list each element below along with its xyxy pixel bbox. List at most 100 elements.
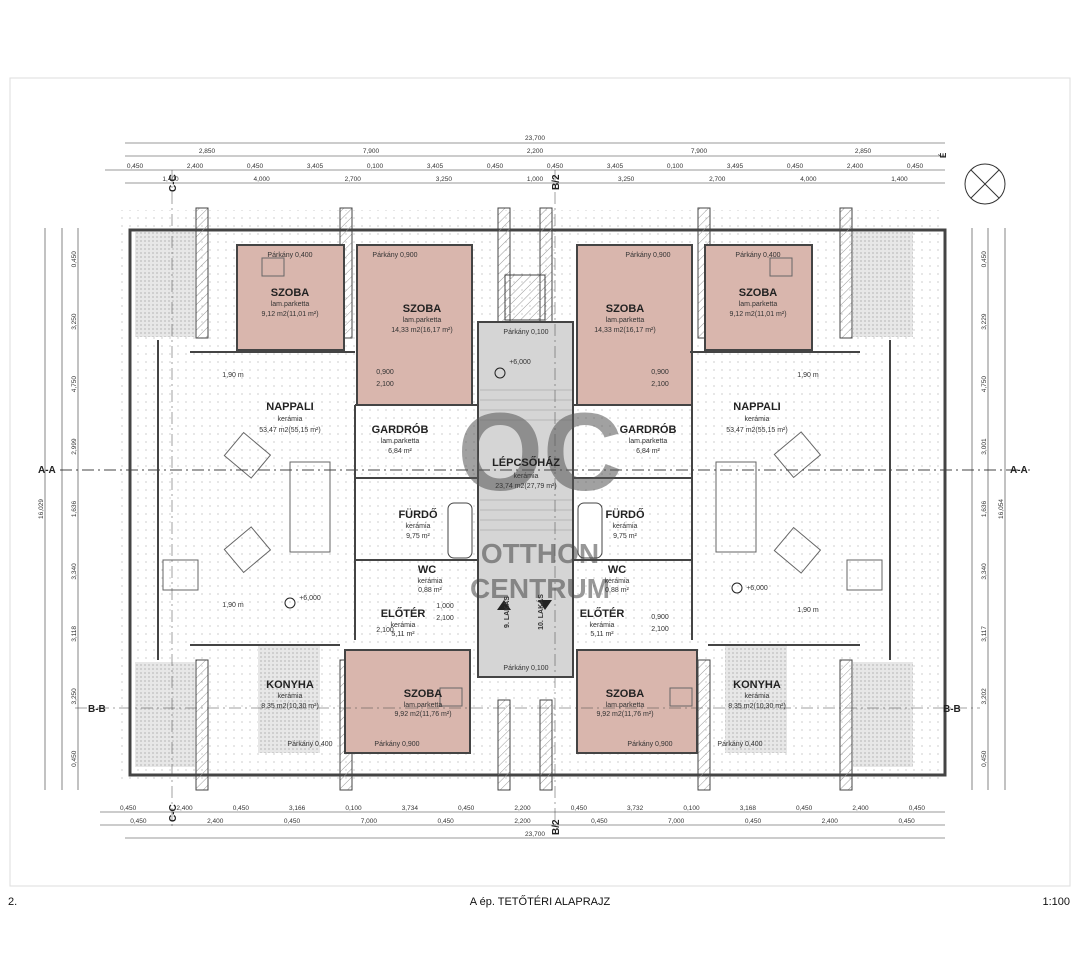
room-name: WC bbox=[608, 564, 626, 576]
top-dimension: 2,200 bbox=[527, 148, 544, 155]
room-name: FÜRDŐ bbox=[605, 508, 645, 521]
column bbox=[839, 207, 853, 339]
room-area: 8,35 m2(10,30 m²) bbox=[261, 703, 319, 710]
kitchen-skylight-right bbox=[725, 645, 787, 753]
section-mark-cc: C-C bbox=[168, 174, 179, 192]
room-area: 5,11 m² bbox=[590, 631, 614, 638]
top-dimension: 7,900 bbox=[691, 148, 708, 155]
door-height-label: 2,100 bbox=[376, 627, 394, 634]
sheet-title: A ép. TETŐTÉRI ALAPRAJZ bbox=[469, 896, 611, 908]
room-area: 53,47 m2(55,15 m²) bbox=[726, 427, 787, 434]
north-arrow-line bbox=[970, 169, 1000, 199]
room-name: GARDRÓB bbox=[620, 423, 677, 436]
room-area: 14,33 m2(16,17 m²) bbox=[594, 327, 655, 334]
sheet-number: 2. bbox=[8, 896, 18, 908]
arrow-down-icon bbox=[538, 600, 552, 610]
room-finish: kerámia bbox=[391, 622, 416, 629]
top-dimension: 0,450 bbox=[487, 163, 504, 170]
room-name: SZOBA bbox=[403, 303, 442, 315]
room-szoba-5 bbox=[344, 649, 471, 754]
watermark-line2: CENTRUM bbox=[470, 573, 610, 604]
bottom-dimension: 0,450 bbox=[898, 818, 915, 825]
overall-dimension: 23,700 bbox=[525, 831, 545, 838]
dimension-lines-side bbox=[44, 228, 1006, 790]
room-area: 5,11 m² bbox=[391, 631, 415, 638]
watermark-mark: OC bbox=[458, 391, 623, 514]
height-label: 1,90 m bbox=[222, 602, 244, 609]
left-dimension: 4,750 bbox=[71, 376, 78, 393]
bottom-dimension: 0,450 bbox=[438, 818, 455, 825]
level-label: +6,000 bbox=[299, 595, 321, 602]
bottom-dimension: 0,450 bbox=[796, 805, 813, 812]
sheet-scale: 1:100 bbox=[1042, 896, 1070, 908]
watermark-line1: OTTHON bbox=[481, 538, 599, 569]
room-szoba-2 bbox=[356, 244, 473, 406]
door-height-label: 2,100 bbox=[651, 626, 669, 633]
top-dimension: 3,250 bbox=[618, 176, 635, 183]
bottom-dimension: 3,166 bbox=[289, 805, 306, 812]
room-name: KONYHA bbox=[266, 679, 314, 691]
room-area: 6,84 m² bbox=[388, 448, 412, 455]
right-dimension: 3,117 bbox=[981, 626, 988, 642]
bottom-dimension: 0,450 bbox=[571, 805, 588, 812]
room-name: SZOBA bbox=[606, 688, 645, 700]
top-dimension: 2,700 bbox=[709, 176, 726, 183]
room-area: 9,12 m2(11,01 m²) bbox=[729, 311, 786, 318]
kitchen-skylight-left bbox=[258, 645, 320, 753]
top-dimension: 7,900 bbox=[363, 148, 380, 155]
room-finish: lam.parketta bbox=[381, 438, 420, 445]
left-dimension: 0,450 bbox=[71, 750, 78, 767]
column bbox=[497, 699, 511, 791]
top-dimension: 3,405 bbox=[427, 163, 444, 170]
top-dimension: 0,450 bbox=[907, 163, 924, 170]
room-finish: lam.parketta bbox=[403, 317, 442, 324]
bottom-dimension: 2,400 bbox=[852, 805, 869, 812]
height-label: 1,90 m bbox=[222, 372, 244, 379]
door-width-label: 1,000 bbox=[436, 603, 454, 610]
room-area: 53,47 m2(55,15 m²) bbox=[259, 427, 320, 434]
room-area: 14,33 m2(16,17 m²) bbox=[391, 327, 452, 334]
top-dimension: 0,450 bbox=[787, 163, 804, 170]
level-label: +6,000 bbox=[746, 585, 768, 592]
bottom-dimension: 7,000 bbox=[668, 818, 685, 825]
room-area: 8,35 m2(10,30 m²) bbox=[728, 703, 786, 710]
interior-walls bbox=[157, 340, 891, 660]
bottom-dimension: 0,100 bbox=[683, 805, 700, 812]
right-dimension: 1,636 bbox=[981, 500, 988, 517]
door-height-label: 2,100 bbox=[651, 381, 669, 388]
bottom-dimension: 3,734 bbox=[402, 805, 419, 812]
bathtub-right bbox=[577, 502, 603, 559]
column bbox=[697, 659, 711, 791]
left-dimension: 3,340 bbox=[71, 563, 78, 580]
bottom-dimension: 0,450 bbox=[130, 818, 147, 825]
room-finish: lam.parketta bbox=[739, 301, 778, 308]
column bbox=[195, 659, 209, 791]
top-dimension: 3,495 bbox=[727, 163, 744, 170]
room-name: KONYHA bbox=[733, 679, 781, 691]
balcony-br bbox=[853, 662, 913, 767]
room-finish: kerámia bbox=[278, 416, 303, 423]
top-dimension: 2,400 bbox=[187, 163, 204, 170]
room-name: SZOBA bbox=[404, 688, 443, 700]
room-parapet: Párkány 0,400 bbox=[735, 252, 780, 259]
right-dimension: 16,054 bbox=[998, 499, 1005, 519]
door-width-label: 0,900 bbox=[651, 369, 669, 376]
bottom-dimension: 0,450 bbox=[233, 805, 250, 812]
room-szoba-3 bbox=[576, 244, 693, 406]
section-mark-aa: A-A bbox=[1010, 465, 1028, 476]
room-finish: kerámia bbox=[605, 578, 630, 585]
room-parapet: Párkány 0,900 bbox=[627, 741, 672, 748]
north-label: É bbox=[939, 152, 948, 158]
level-marker-icon bbox=[494, 367, 506, 379]
room-finish: kerámia bbox=[514, 473, 539, 480]
room-name: ELŐTÉR bbox=[381, 607, 426, 620]
door-width-label: 0,900 bbox=[651, 614, 669, 621]
room-szoba-1 bbox=[236, 244, 345, 351]
column bbox=[195, 207, 209, 339]
room-finish: lam.parketta bbox=[606, 702, 645, 709]
top-dimension: 1,400 bbox=[162, 176, 179, 183]
top-dimension: 2,700 bbox=[345, 176, 362, 183]
parapet-label: Párkány 0,100 bbox=[503, 329, 548, 336]
room-finish: lam.parketta bbox=[404, 702, 443, 709]
